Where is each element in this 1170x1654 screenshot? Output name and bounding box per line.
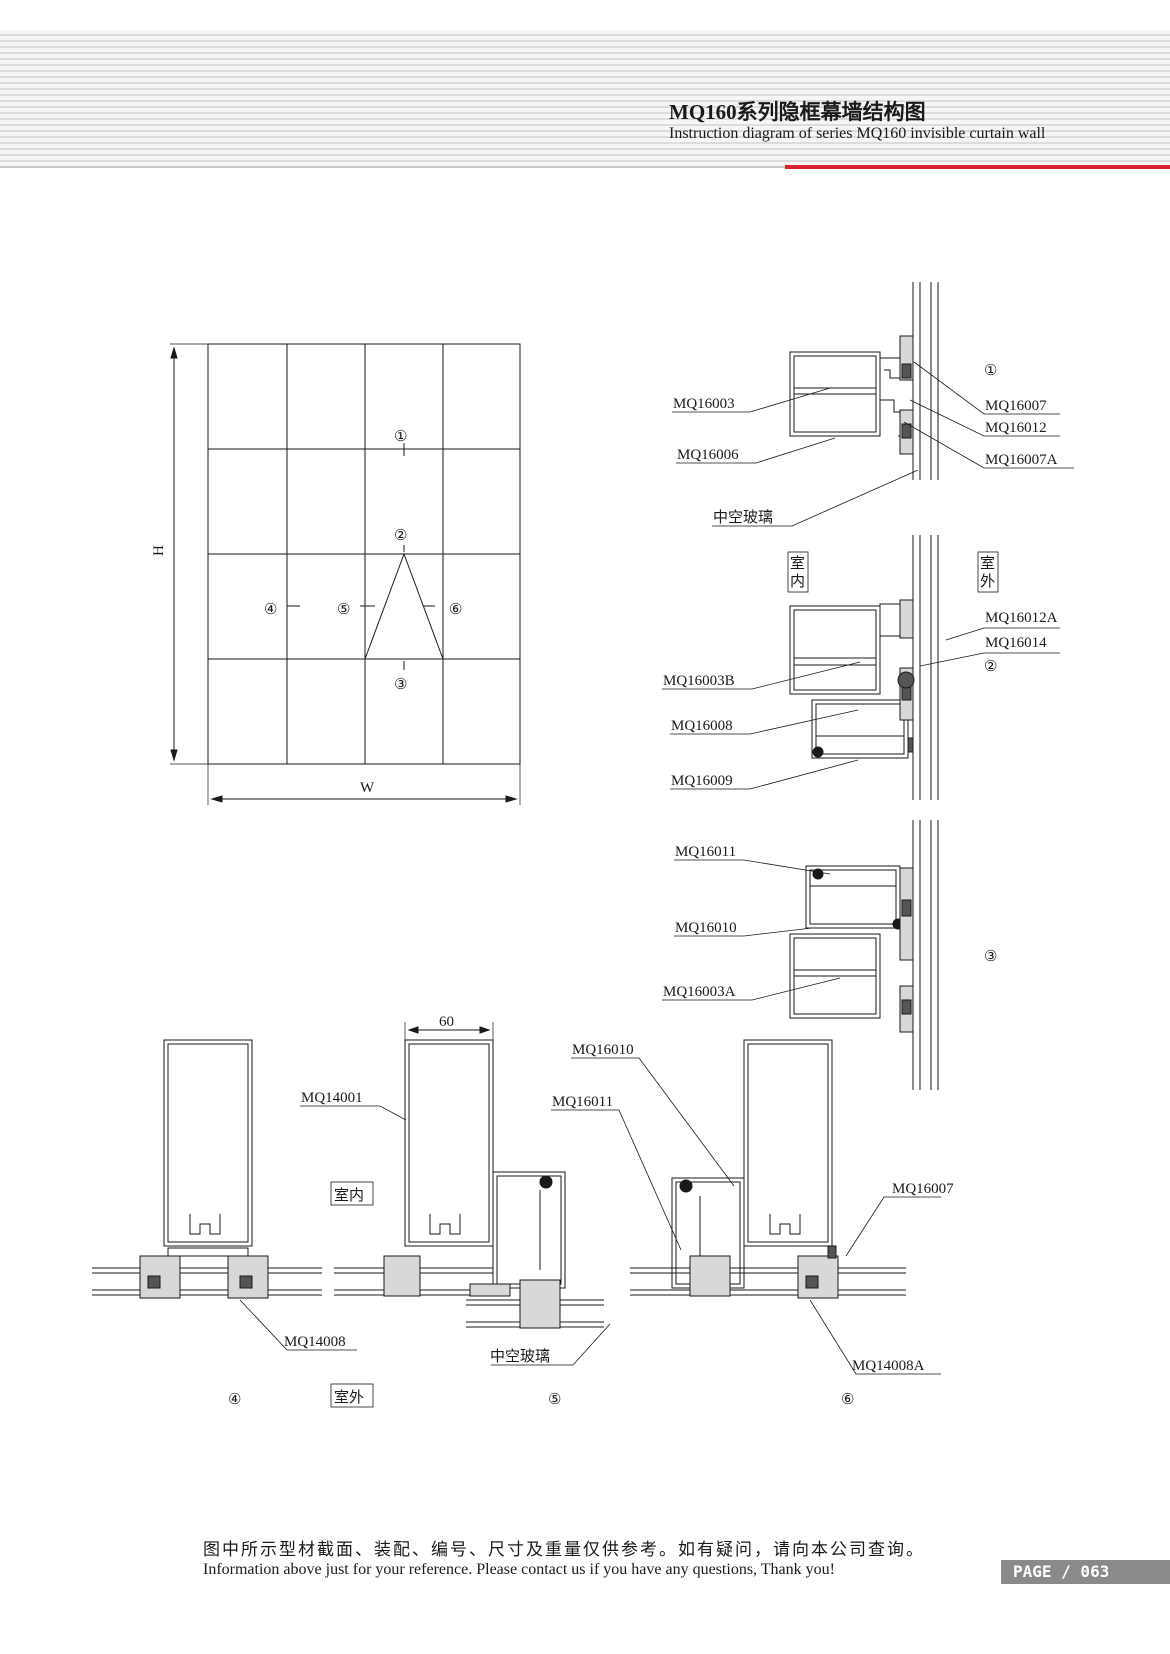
section-3-drawing <box>789 820 939 1090</box>
label-insulating-glass: 中空玻璃 <box>713 508 773 526</box>
indoor-char-1: 室 <box>790 554 805 572</box>
marker-6: ⑥ <box>449 602 462 618</box>
page-number-badge: PAGE / 063 <box>1001 1560 1170 1584</box>
header-accent-bar <box>785 165 1170 169</box>
plan-outdoor-box <box>330 1383 374 1408</box>
section-5-number: ⑤ <box>548 1392 561 1408</box>
label-mq16003: MQ16003 <box>673 396 735 412</box>
label-mq16010: MQ16010 <box>675 920 737 936</box>
label-mq16006: MQ16006 <box>677 447 739 463</box>
section-3-number: ③ <box>984 949 997 965</box>
label-mq16012: MQ16012 <box>985 420 1047 436</box>
height-label: H <box>151 545 167 556</box>
indoor-box <box>787 551 809 593</box>
label-mq16007a: MQ16007A <box>985 452 1058 468</box>
header-band <box>0 30 1170 168</box>
outdoor-char-2: 外 <box>980 572 995 590</box>
label-mq14001: MQ14001 <box>301 1090 363 1106</box>
label-plan-insulating-glass: 中空玻璃 <box>490 1347 550 1365</box>
label-mq16014: MQ16014 <box>985 635 1047 651</box>
section-6-number: ⑥ <box>841 1392 854 1408</box>
marker-2: ② <box>394 528 407 544</box>
page-subtitle: Instruction diagram of series MQ160 invi… <box>669 125 1046 142</box>
label-plan-mq16010: MQ16010 <box>572 1042 634 1058</box>
section-1-drawing <box>789 282 939 480</box>
marker-1: ① <box>394 429 407 445</box>
outdoor-box <box>977 551 999 593</box>
marker-4: ④ <box>264 602 277 618</box>
label-mq16003b: MQ16003B <box>663 673 735 689</box>
page-title: MQ160系列隐框幕墙结构图 <box>669 100 926 124</box>
plan-indoor-box <box>330 1181 374 1206</box>
marker-5: ⑤ <box>337 602 350 618</box>
plan-outdoor-label: 室外 <box>334 1388 364 1406</box>
footer-note-cn: 图中所示型材截面、装配、编号、尺寸及重量仅供参考。如有疑问，请向本公司查询。 <box>203 1540 925 1560</box>
section-2-drawing <box>789 535 939 800</box>
section-6-drawing <box>630 1039 906 1299</box>
marker-3: ③ <box>394 677 407 693</box>
label-mq16012a: MQ16012A <box>985 610 1058 626</box>
outdoor-char-1: 室 <box>980 554 995 572</box>
elevation-labels: H W ① ② ③ ④ ⑤ ⑥ <box>151 429 462 796</box>
section-5-drawing <box>334 1022 604 1329</box>
label-mq16008: MQ16008 <box>671 718 733 734</box>
footer-note-en: Information above just for your referenc… <box>203 1561 835 1578</box>
section-2-labels: 室 内 室 外 ② MQ16012A MQ16014 MQ16003B MQ16… <box>663 551 1058 789</box>
label-mq16009: MQ16009 <box>671 773 733 789</box>
header-rule <box>0 166 1170 168</box>
label-mq14008a: MQ14008A <box>852 1358 925 1374</box>
width-label: W <box>360 780 375 796</box>
label-mq16007: MQ16007 <box>985 398 1047 414</box>
indoor-char-2: 内 <box>790 572 805 590</box>
section-4-number: ④ <box>228 1392 241 1408</box>
section-2-number: ② <box>984 659 997 675</box>
section-3-labels: ③ MQ16011 MQ16010 MQ16003A <box>663 844 997 1000</box>
section-1-number: ① <box>984 363 997 379</box>
leader-lines <box>239 361 1074 1375</box>
label-plan-mq16011: MQ16011 <box>552 1094 613 1110</box>
label-mq16003a: MQ16003A <box>663 984 736 1000</box>
dimension-60: 60 <box>439 1014 454 1030</box>
plan-labels: 60 MQ14001 MQ14008 中空玻璃 MQ16010 MQ16011 … <box>228 1014 954 1408</box>
section-4-drawing <box>92 1039 322 1299</box>
section-1-labels: ① MQ16003 MQ16006 中空玻璃 MQ16007 MQ16012 M… <box>673 363 1058 526</box>
elevation-grid <box>170 343 521 805</box>
label-plan-mq16007: MQ16007 <box>892 1181 954 1197</box>
label-mq16011: MQ16011 <box>675 844 736 860</box>
label-mq14008: MQ14008 <box>284 1334 346 1350</box>
plan-indoor-label: 室内 <box>334 1186 364 1204</box>
